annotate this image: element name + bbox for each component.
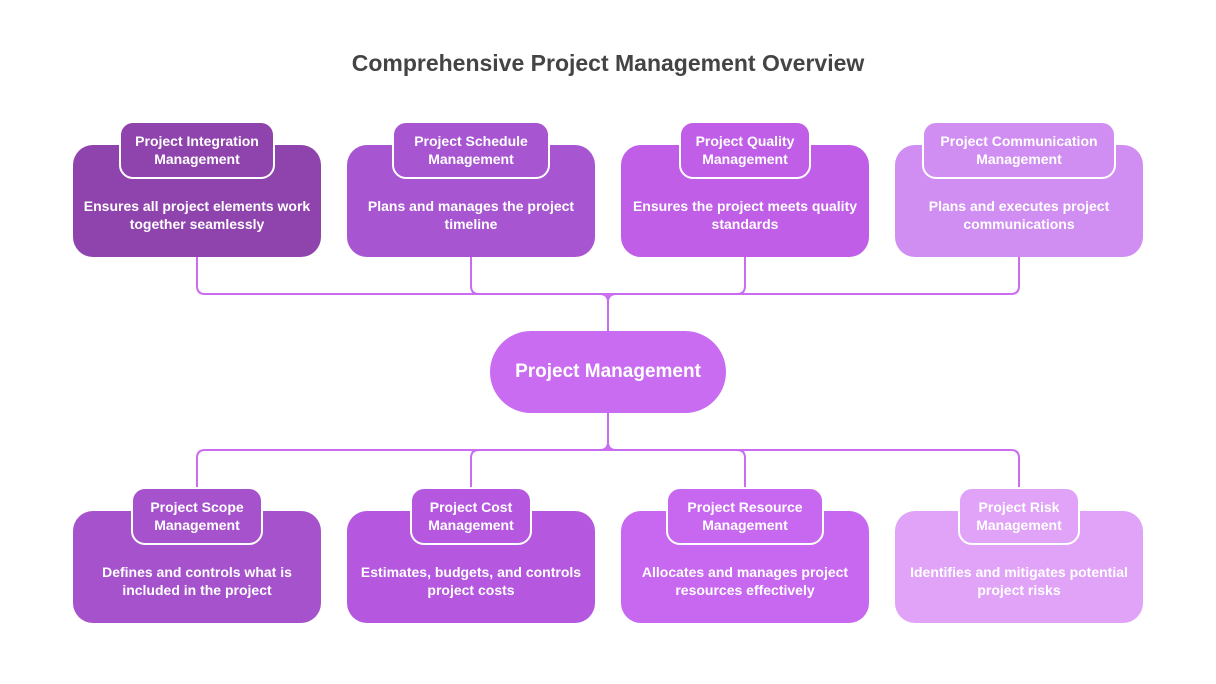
- connector-top-1: [196, 256, 609, 303]
- connector-bottom-1: [196, 441, 609, 490]
- pill-cost: Project Cost Management: [410, 487, 532, 545]
- card-description: Estimates, budgets, and controls project…: [360, 564, 582, 598]
- card-description: Ensures all project elements work togeth…: [83, 198, 311, 232]
- connector-bottom-4: [607, 441, 1020, 490]
- diagram-title: Comprehensive Project Management Overvie…: [351, 50, 865, 76]
- connector-top-4: [607, 256, 1020, 303]
- pill-scope: Project Scope Management: [131, 487, 263, 545]
- central-node: Project Management: [490, 331, 726, 413]
- card-description: Plans and executes project communication…: [928, 198, 1110, 232]
- pill-risk: Project Risk Management: [958, 487, 1080, 545]
- pill-schedule: Project Schedule Management: [392, 121, 550, 179]
- card-description: Allocates and manages project resources …: [641, 564, 849, 598]
- card-resource: Allocates and manages project resources …: [621, 511, 869, 623]
- card-description: Identifies and mitigates potential proje…: [910, 564, 1128, 598]
- card-description: Ensures the project meets quality standa…: [632, 198, 858, 232]
- connector-bottom-2: [470, 449, 746, 490]
- card-description: Defines and controls what is included in…: [102, 564, 292, 598]
- pill-integration: Project Integration Management: [119, 121, 275, 179]
- pill-resource: Project Resource Management: [666, 487, 824, 545]
- card-description: Plans and manages the project timeline: [367, 198, 575, 232]
- pill-communication: Project Communication Management: [922, 121, 1116, 179]
- pill-quality: Project Quality Management: [679, 121, 811, 179]
- card-schedule: Plans and manages the project timeline: [347, 145, 595, 257]
- connector-top-2: [470, 256, 746, 295]
